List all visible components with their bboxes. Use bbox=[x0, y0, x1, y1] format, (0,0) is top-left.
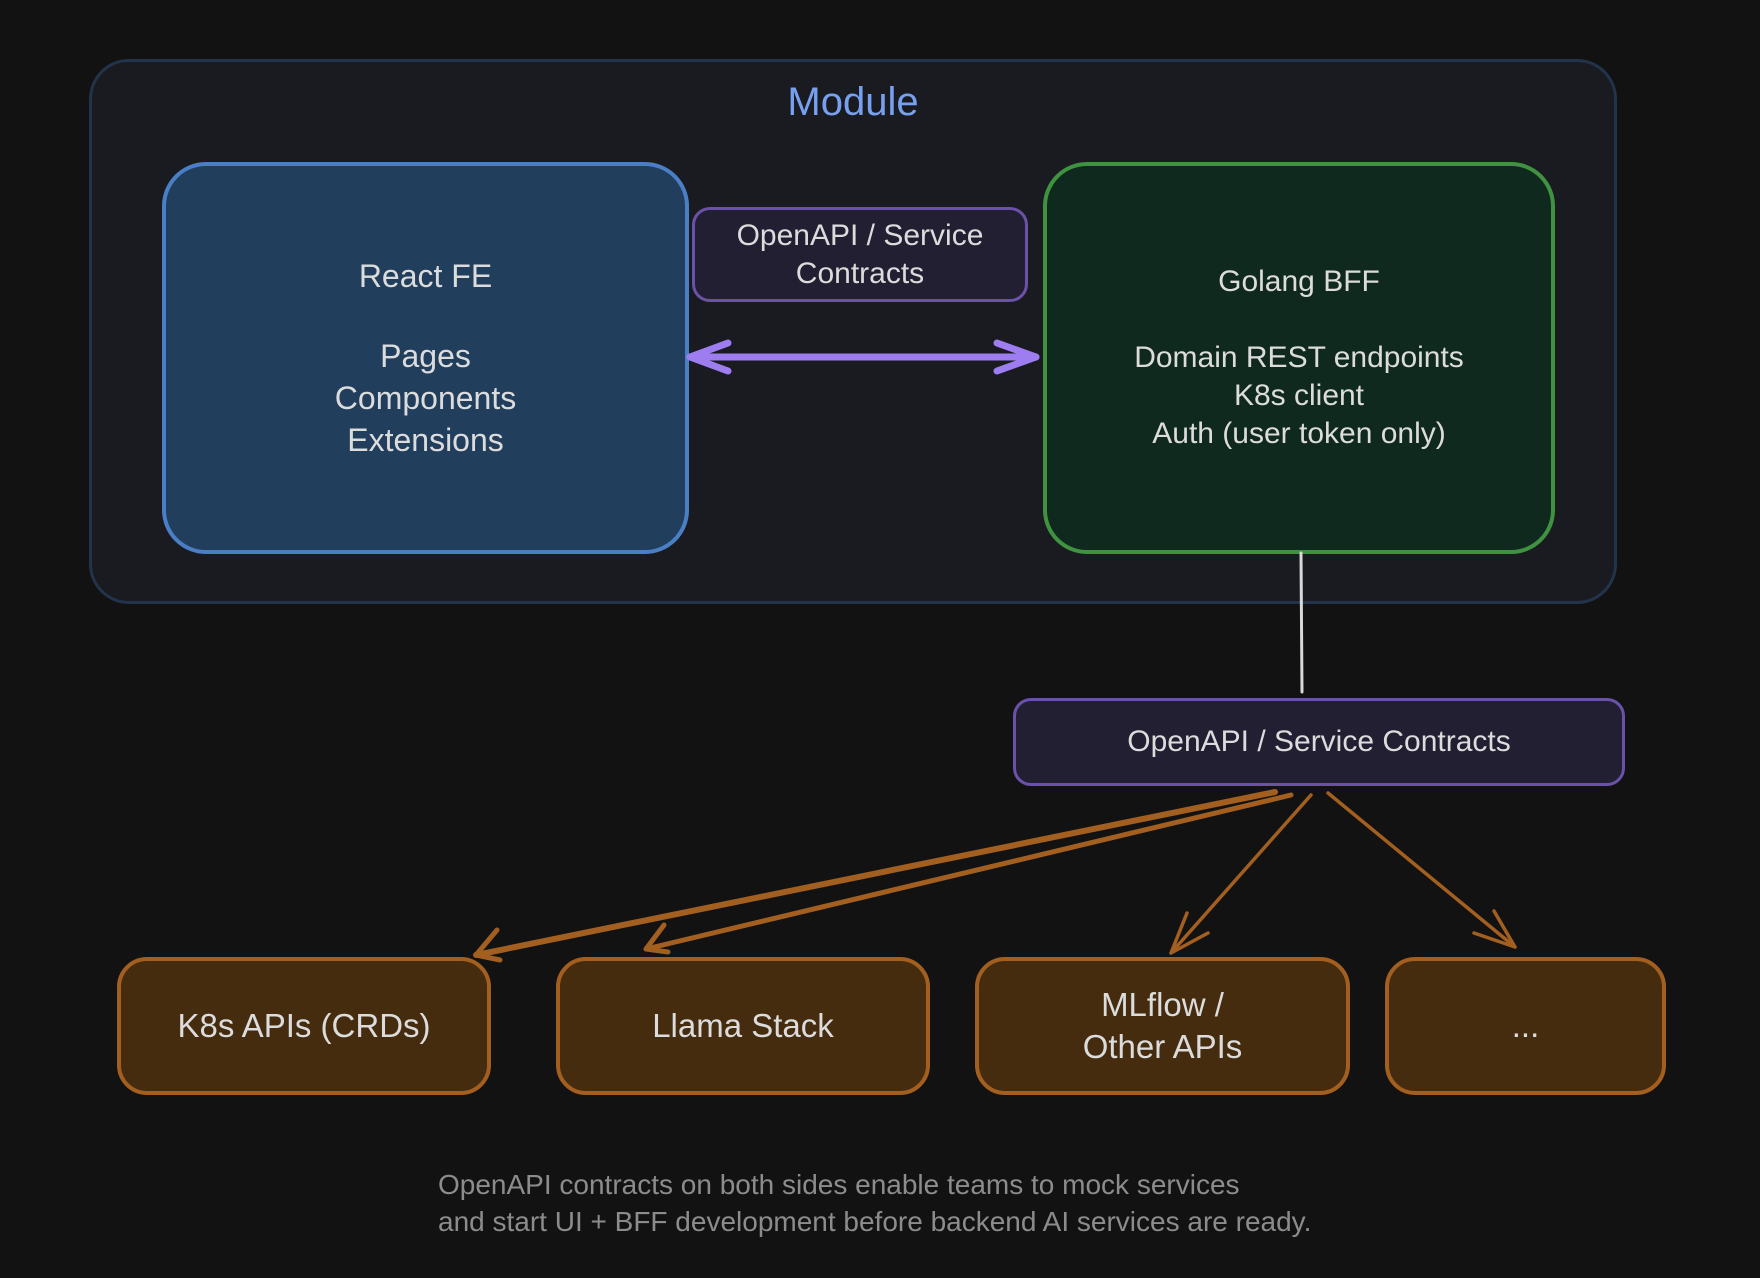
contract-top-line: OpenAPI / Service bbox=[736, 218, 984, 252]
caption-line: OpenAPI contracts on both sides enable t… bbox=[438, 1169, 1240, 1200]
arrow-head bbox=[1472, 909, 1517, 949]
golang-bff-item: Auth (user token only) bbox=[1152, 417, 1446, 450]
arrow-to-llama bbox=[643, 792, 1294, 955]
service-label: ... bbox=[1511, 1007, 1540, 1044]
golang-bff-title: Golang BFF bbox=[1218, 265, 1380, 298]
arrow-to-mlflow bbox=[1169, 793, 1313, 955]
service-label: K8s APIs (CRDs) bbox=[177, 1007, 431, 1044]
service-mlflow[interactable]: MLflow / Other APIs bbox=[975, 957, 1350, 1095]
react-fe-item: Components bbox=[334, 380, 517, 416]
service-label: MLflow / bbox=[1101, 986, 1224, 1023]
service-label: Llama Stack bbox=[652, 1007, 834, 1044]
arrow-head bbox=[473, 927, 503, 963]
service-k8s-apis[interactable]: K8s APIs (CRDs) bbox=[117, 957, 491, 1095]
react-fe-item: Pages bbox=[380, 338, 471, 374]
arrow-shaft bbox=[1169, 793, 1313, 955]
arrow-head bbox=[643, 922, 671, 955]
react-fe-item: Extensions bbox=[347, 422, 504, 458]
contract-top-box[interactable]: OpenAPI / Service Contracts bbox=[692, 207, 1028, 302]
arrow-shaft bbox=[643, 792, 1294, 952]
service-llama-stack[interactable]: Llama Stack bbox=[556, 957, 930, 1095]
service-more[interactable]: ... bbox=[1385, 957, 1666, 1095]
module-title: Module bbox=[787, 80, 919, 124]
arrow-to-k8s bbox=[473, 789, 1278, 963]
arrow-to-more bbox=[1326, 791, 1517, 949]
service-label: Other APIs bbox=[1082, 1028, 1243, 1065]
arrow-shaft bbox=[473, 789, 1278, 958]
react-fe-title: React FE bbox=[358, 258, 493, 294]
caption-line: and start UI + BFF development before ba… bbox=[438, 1206, 1312, 1237]
golang-bff-item: K8s client bbox=[1233, 379, 1365, 412]
react-fe-box[interactable]: React FE Pages Components Extensions bbox=[162, 162, 689, 554]
caption: OpenAPI contracts on both sides enable t… bbox=[438, 1166, 1438, 1240]
arrow-shaft bbox=[1326, 791, 1517, 949]
golang-bff-item: Domain REST endpoints bbox=[1134, 341, 1464, 374]
contract-bottom-label: OpenAPI / Service Contracts bbox=[1127, 725, 1511, 758]
arrow-head bbox=[1169, 911, 1210, 955]
contract-top-line: Contracts bbox=[795, 256, 925, 290]
golang-bff-box[interactable]: Golang BFF Domain REST endpoints K8s cli… bbox=[1043, 162, 1555, 554]
contract-bottom-box[interactable]: OpenAPI / Service Contracts bbox=[1013, 698, 1625, 786]
